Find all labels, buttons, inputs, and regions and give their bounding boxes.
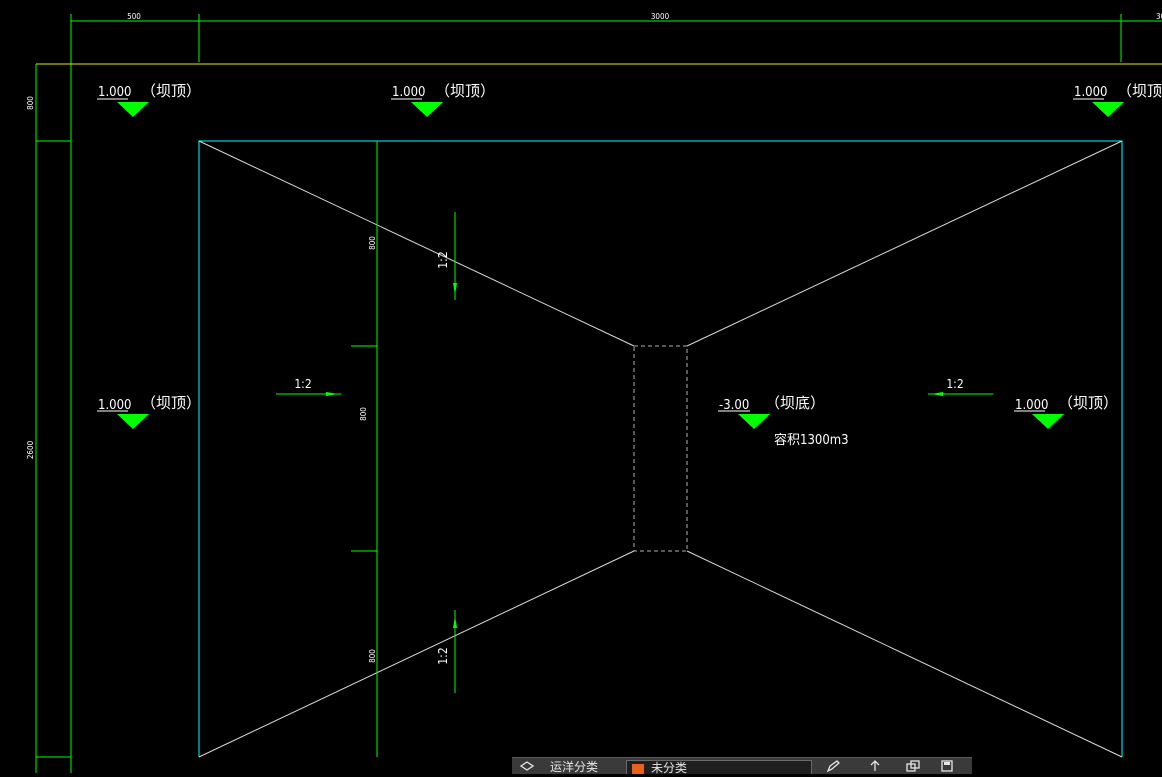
slope-arrow-upper (453, 212, 457, 300)
dim-inner-middle: 800 (359, 407, 368, 421)
inner-dimension-chain (351, 141, 378, 757)
elevation-triangle-icon (117, 102, 149, 117)
pond-bottom-outline[interactable] (633, 345, 688, 552)
elevation-value: 1.000 (98, 85, 131, 100)
slope-arrow-lower (453, 610, 457, 693)
dim-inner-lower: 800 (368, 649, 377, 663)
capacity-label: 容积1300m3 (774, 432, 849, 448)
layer-dropdown[interactable]: 未分类 (626, 760, 812, 774)
dim-left-top: 800 (26, 96, 35, 110)
elevation-triangle-icon (117, 414, 149, 429)
dim-left-middle: 2600 (26, 440, 35, 459)
layer-up-icon[interactable] (868, 760, 882, 772)
elevation-value: 1.000 (98, 398, 131, 413)
slope-label-upper: 1:2 (436, 251, 450, 268)
elevation-note: （坝底） (765, 394, 825, 412)
elevation-note: （坝顶） (1058, 394, 1118, 412)
top-dimension-chain (70, 14, 1162, 773)
elevation-triangle-icon (1032, 414, 1064, 429)
elevation-marker-mid-right: 1.000 （坝顶） (1014, 394, 1118, 429)
layer-dropdown-value: 未分类 (651, 761, 688, 774)
layer-save-icon[interactable] (940, 760, 954, 772)
pond-outer-boundary[interactable] (198, 140, 1123, 757)
elevation-value: 1.000 (1015, 398, 1048, 413)
slope-label-right: 1:2 (946, 377, 963, 391)
elevation-note: （坝顶） (1117, 82, 1162, 100)
layer-copy-icon[interactable] (906, 760, 920, 772)
elevation-value: -3.00 (719, 398, 749, 413)
elevation-marker-bottom: -3.00 （坝底） (718, 394, 825, 429)
layer-manager-icon[interactable] (519, 760, 535, 772)
left-dimension-chain (35, 64, 71, 773)
elevation-note: （坝顶） (141, 82, 201, 100)
elevation-marker-mid-left: 1.000 （坝顶） (97, 394, 201, 429)
dim-inner-upper: 800 (368, 236, 377, 250)
elevation-value: 1.000 (1074, 85, 1107, 100)
layer-edit-icon[interactable] (826, 760, 840, 773)
dim-top-middle: 3000 (651, 12, 670, 21)
layer-color-swatch (632, 764, 644, 774)
elevation-note: （坝顶） (435, 82, 495, 100)
slope-label-lower: 1:2 (436, 647, 450, 664)
elevation-marker-top-center: 1.000 （坝顶） (391, 82, 495, 117)
elevation-triangle-icon (411, 102, 443, 117)
elevation-note: （坝顶） (141, 394, 201, 412)
elevation-value: 1.000 (392, 85, 425, 100)
dim-top-right: 300 (1156, 12, 1162, 21)
elevation-marker-top-left: 1.000 （坝顶） (97, 82, 201, 117)
dim-top-left: 500 (127, 12, 141, 21)
elevation-marker-top-right: 1.000 （坝顶） (1073, 82, 1162, 117)
classification-label[interactable]: 运洋分类 (550, 760, 599, 774)
slope-label-left: 1:2 (294, 377, 311, 391)
slope-arrow-left (276, 392, 341, 396)
layer-toolbar[interactable]: 运洋分类 未分类 (512, 757, 972, 774)
elevation-triangle-icon (1092, 102, 1124, 117)
slope-lines (198, 140, 1123, 758)
elevation-triangle-icon (738, 414, 770, 429)
slope-arrow-right (928, 392, 993, 396)
